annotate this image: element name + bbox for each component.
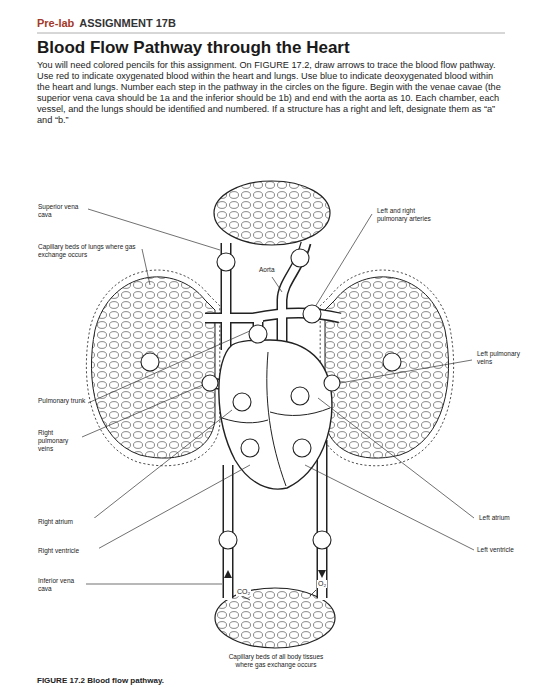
figure-caption: FIGURE 17.2 Blood flow pathway. [37,676,164,686]
gas-label: CO₂ [236,588,251,596]
part-label: Aorta [258,266,276,274]
instructions: You will need colored pencils for this a… [37,60,505,126]
lung-capillary-bed [214,181,330,245]
gas-label: O₂ [317,580,327,588]
lung-outline [86,270,219,466]
assignment-number: ASSIGNMENT 17B [79,17,176,30]
gas-arrow [310,590,316,596]
page-title: Blood Flow Pathway through the Heart [37,38,350,58]
heart-outline [219,340,332,489]
leader-lines [82,209,474,584]
valve-line [270,408,330,415]
part-label: Pulmonary trunk [37,397,87,405]
gas-arrow [242,596,250,600]
part-label: Right atrium [37,518,99,526]
part-label: Left atrium [478,514,528,522]
vessel-interiors [204,242,341,600]
flow-arrow [224,570,232,578]
part-label: Left pulmonary veins [476,350,522,366]
flow-arrow [318,570,326,578]
number-circles [141,249,401,549]
valve-line [222,418,268,423]
lung-outline [320,270,453,466]
right-lung [91,277,215,458]
vessel-outlines [205,243,340,598]
header-tag: Pre-lab [37,17,74,30]
part-label: Inferior vena cava [37,577,85,593]
septum [267,352,286,486]
part-label: Right ventricle [37,547,99,555]
part-label: Left and right pulmonary arteries [376,207,448,223]
part-label: Left ventricle [476,546,528,554]
part-label: Capillary beds of all body tissues where… [218,653,334,669]
part-label: Superior vena cava [37,203,87,219]
part-label: Right pulmonary veins [37,429,81,452]
header-rule [37,33,505,34]
part-label: Capillary beds of lungs where gas exchan… [37,243,141,259]
